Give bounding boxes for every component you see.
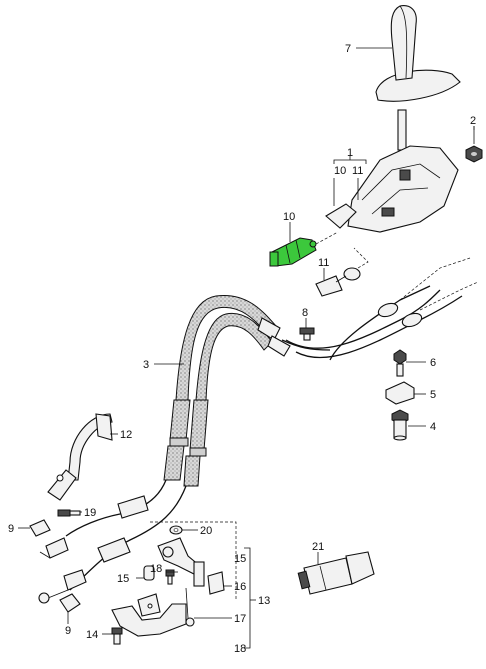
nut-part-2 (465, 126, 483, 163)
label-16: 16 (234, 581, 246, 593)
tube-part-21 (297, 551, 375, 595)
label-15-bracket: 15 (234, 553, 246, 565)
bolt-part-6 (393, 349, 407, 377)
label-13: 13 (258, 595, 270, 607)
bushing-part-10-highlighted (269, 237, 317, 267)
label-2: 2 (470, 115, 476, 127)
label-3: 3 (143, 359, 149, 371)
label-11: 11 (318, 257, 329, 269)
label-6: 6 (430, 357, 436, 369)
label-9-lower: 9 (65, 625, 71, 637)
bracket-part-12 (47, 413, 113, 501)
shift-mechanism-part-1 (325, 109, 459, 233)
ring-part-20 (169, 525, 183, 535)
shift-knob-part-7 (375, 5, 461, 102)
label-17: 17 (234, 613, 246, 625)
label-4: 4 (430, 421, 436, 433)
leader-lines (18, 47, 475, 649)
clip-part-9-lower (59, 593, 81, 613)
label-18-bracket: 18 (234, 643, 246, 655)
part-labels: 1 10 11 2 3 4 5 6 7 8 9 9 10 11 12 13 14… (8, 43, 476, 655)
label-11-group: 11 (352, 165, 363, 177)
label-19: 19 (84, 507, 96, 519)
lower-cables (38, 479, 187, 604)
label-8: 8 (302, 307, 308, 319)
cable-sleeve-part-3 (163, 294, 331, 487)
label-1: 1 (347, 147, 353, 159)
bolt-part-8 (299, 327, 315, 341)
base-bracket-part-14-17 (111, 587, 195, 645)
label-7: 7 (345, 43, 351, 55)
label-9-upper: 9 (8, 523, 14, 535)
label-10-group: 10 (334, 165, 346, 177)
bolt-part-19 (57, 509, 81, 517)
clip-part-9-upper (29, 519, 51, 537)
label-21: 21 (312, 541, 324, 553)
sleeve-part-4 (391, 409, 409, 441)
label-18-small: 18 (150, 563, 162, 575)
upper-cables (285, 257, 479, 361)
label-15: 15 (117, 573, 129, 585)
bracket-part-5 (385, 381, 415, 405)
label-5: 5 (430, 389, 436, 401)
ball-socket-part-11 (315, 267, 361, 297)
label-12: 12 (120, 429, 132, 441)
label-10: 10 (283, 211, 295, 223)
lever-assembly (143, 537, 225, 595)
label-14: 14 (86, 629, 98, 641)
label-20: 20 (200, 525, 212, 537)
